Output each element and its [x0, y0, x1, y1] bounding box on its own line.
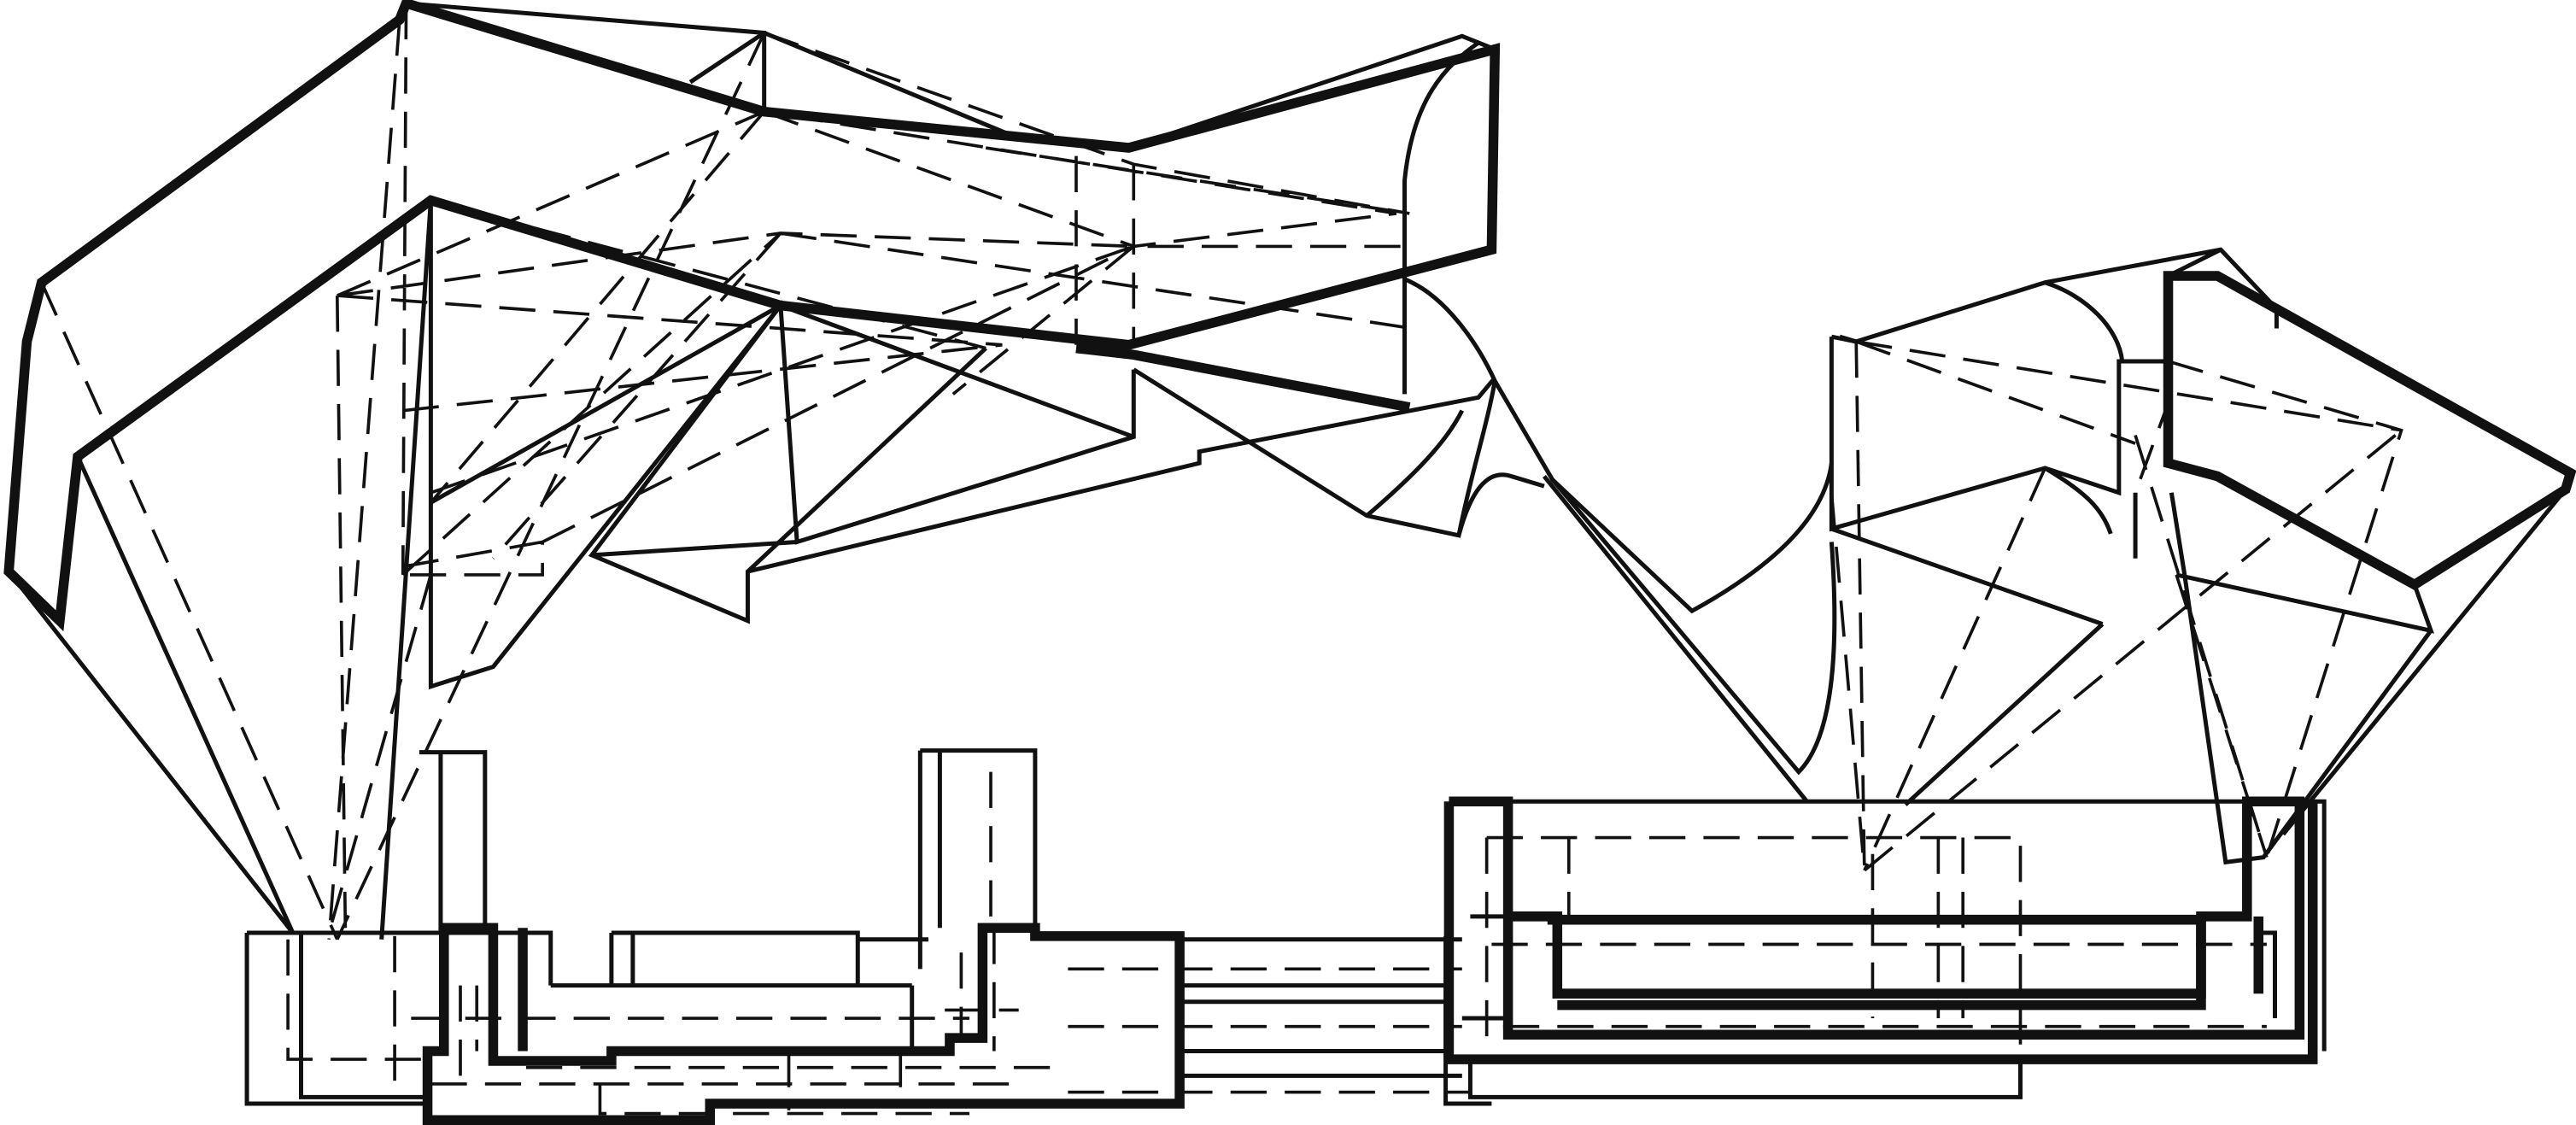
canopy-left-hidden: [40, 3, 1414, 940]
base-left-volumes: [244, 748, 1185, 1125]
canopy-top-panels: [406, 1, 1496, 395]
canopy-hidden-lines: [40, 3, 2403, 940]
base-right-volumes: [1443, 796, 2327, 1099]
canopy-left-folds: [430, 303, 1497, 624]
canopy-center-curves: [1132, 277, 1834, 614]
canopy-mid-ridge: [1075, 343, 1411, 413]
canopy-left-cross-bracing: [337, 31, 1414, 544]
base-right-heavy-frame: [1443, 796, 2318, 1064]
canopy-thin-edges: [7, 1, 2567, 940]
canopy-center-diagonals: [1542, 474, 1837, 803]
canopy-left-roof-edge: [3, 0, 1501, 632]
connector-hidden: [1068, 967, 1471, 1094]
base-center-connector: [1068, 935, 1492, 1106]
canopy-left-lower-surface: [7, 200, 1136, 940]
base-left-heavy-frame: [422, 923, 1185, 1125]
base-right-inner-frame: [1547, 914, 2264, 1011]
canopy-right-support: [2274, 308, 2567, 836]
base-left-boxes: [244, 750, 928, 1106]
canopy-right-hidden: [1830, 340, 2403, 874]
base-left-hidden: [286, 771, 1068, 1116]
canopy-right-roof-edge: [2163, 271, 2576, 591]
base-right-outline: [1461, 799, 2327, 1099]
connector-bands: [1180, 935, 1492, 1106]
base-right-hidden: [1484, 835, 2267, 1084]
base-left-tower: [917, 748, 1038, 970]
